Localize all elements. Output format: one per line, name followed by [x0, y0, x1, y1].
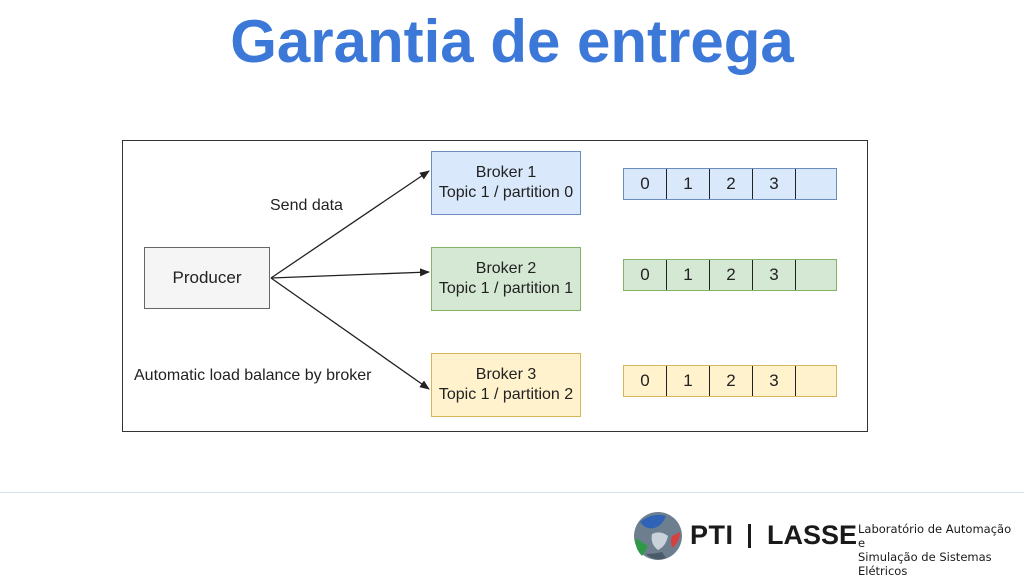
- offset-cell-empty: [796, 366, 838, 396]
- arrow-to-broker-3: [270, 277, 430, 390]
- producer-box: Producer: [144, 247, 270, 309]
- offset-cell-empty: [796, 260, 838, 290]
- broker-2-box: Broker 2 Topic 1 / partition 1: [431, 247, 581, 311]
- broker-1-box: Broker 1 Topic 1 / partition 0: [431, 151, 581, 215]
- broker-topic: Topic 1 / partition 0: [438, 184, 574, 201]
- broker-topic: Topic 1 / partition 2: [438, 386, 574, 403]
- arrow-to-broker-2: [270, 268, 430, 279]
- partition-log-0: 0 1 2 3: [623, 168, 837, 200]
- arrow-to-broker-1: [270, 170, 430, 279]
- offset-cell: 0: [624, 366, 667, 396]
- partition-log-1: 0 1 2 3: [623, 259, 837, 291]
- offset-cell-empty: [796, 169, 838, 199]
- logo-separator: [748, 524, 751, 548]
- offset-cell: 0: [624, 169, 667, 199]
- offset-cell: 0: [624, 260, 667, 290]
- broker-topic: Topic 1 / partition 1: [438, 280, 574, 297]
- broker-3-box: Broker 3 Topic 1 / partition 2: [431, 353, 581, 417]
- lasse-logo-text: LASSE: [767, 520, 858, 550]
- load-balance-label: Automatic load balance by broker: [134, 367, 372, 384]
- arrows: [270, 170, 430, 390]
- pti-globe-icon: [634, 512, 682, 560]
- offset-cell: 3: [753, 366, 796, 396]
- lab-name: Laboratório de Automação e Simulação de …: [858, 522, 1018, 578]
- offset-cell: 1: [667, 169, 710, 199]
- slide-title: Garantia de entrega: [230, 8, 794, 75]
- offset-cell: 2: [710, 260, 753, 290]
- broker-name: Broker 3: [475, 366, 537, 383]
- lab-name-line-2: Simulação de Sistemas Elétricos: [858, 550, 992, 578]
- offset-cell: 3: [753, 260, 796, 290]
- send-data-label: Send data: [270, 197, 343, 214]
- offset-cell: 2: [710, 366, 753, 396]
- partition-log-2: 0 1 2 3: [623, 365, 837, 397]
- kafka-diagram: Producer Send data Automatic load balanc…: [122, 140, 868, 432]
- offset-cell: 3: [753, 169, 796, 199]
- producer-label: Producer: [172, 268, 242, 287]
- broker-name: Broker 1: [475, 164, 537, 181]
- footer-logos: PTI LASSE Laboratório de Automação e Sim…: [632, 506, 1018, 578]
- offset-cell: 2: [710, 169, 753, 199]
- broker-name: Broker 2: [475, 260, 537, 277]
- offset-cell: 1: [667, 366, 710, 396]
- pti-logo-text: PTI: [690, 520, 734, 550]
- footer-divider: [0, 492, 1024, 493]
- lab-name-line-1: Laboratório de Automação e: [858, 522, 1012, 550]
- offset-cell: 1: [667, 260, 710, 290]
